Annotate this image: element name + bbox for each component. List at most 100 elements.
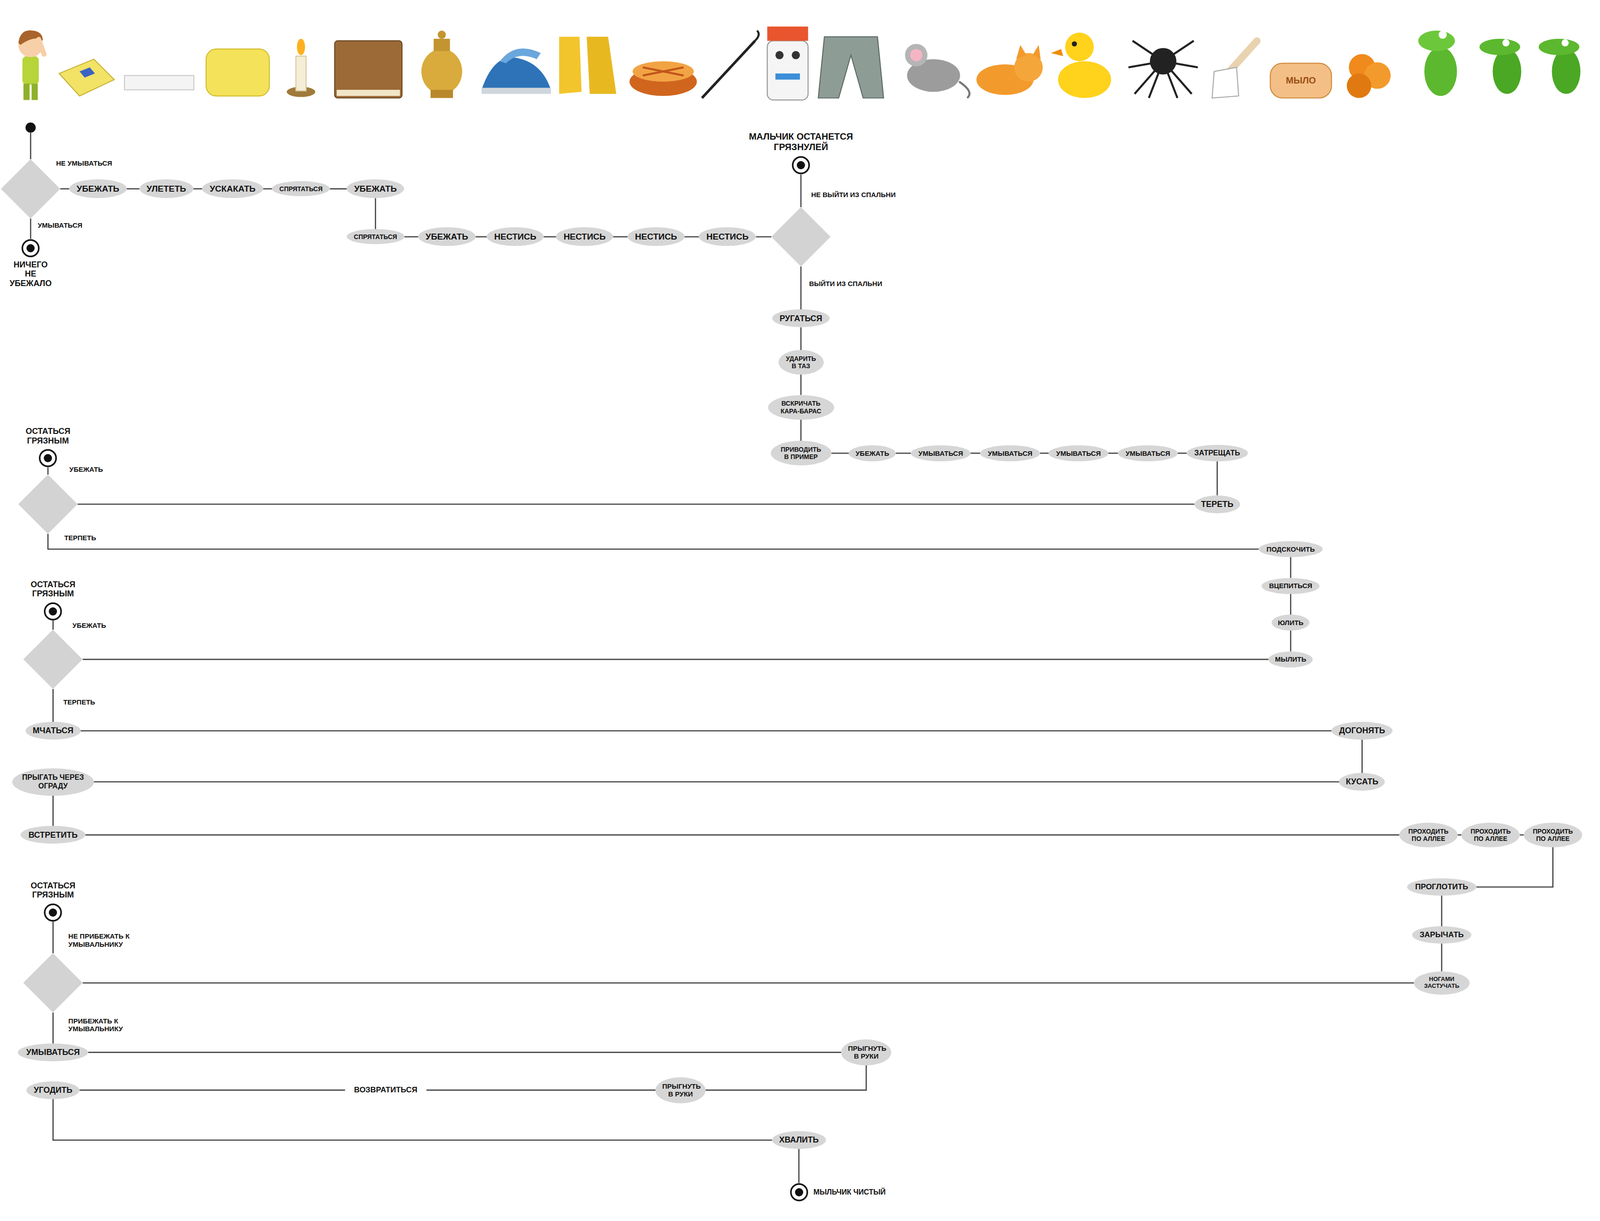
moidodyr-icon <box>791 51 800 60</box>
oval-shape <box>1413 971 1470 995</box>
action-oval: ХВАЛИТЬ <box>772 1130 826 1149</box>
action-oval: НЕСТИСЬ <box>486 227 544 246</box>
diamond-shape <box>23 629 83 689</box>
action-oval: ПРОХОДИТЬ ПО АЛЛЕЕ <box>1523 822 1583 847</box>
action-oval: УМЫВАТЬСЯ <box>980 445 1040 462</box>
oval-shape <box>26 1080 80 1099</box>
action-label: ВЦЕПИТЬСЯ <box>1269 581 1313 590</box>
connector <box>52 620 54 630</box>
connector <box>970 452 981 454</box>
action-label: ПРЫГНУТЬ В РУКИ <box>662 1081 699 1098</box>
action-oval: ПОДСКОЧИТЬ <box>1258 540 1323 557</box>
connector <box>1289 593 1292 615</box>
action-oval: ВСТРЕТИТЬ <box>20 825 86 844</box>
moidodyr-icon <box>767 26 808 41</box>
oval-shape <box>1461 822 1520 847</box>
oval-shape <box>1339 772 1385 791</box>
connector <box>85 834 1399 836</box>
end-state: ОСТАТЬСЯ ГРЯЗНЫМ <box>38 448 58 468</box>
connector <box>475 236 487 238</box>
end-label: ОСТАТЬСЯ ГРЯЗНЫМ <box>25 579 81 599</box>
connector <box>1177 452 1187 454</box>
action-label: ЗАТРЕЩАТЬ <box>1194 448 1241 458</box>
duckling-icon <box>1058 61 1112 99</box>
action-label: СПРЯТАТЬСЯ <box>279 185 323 193</box>
boy-icon <box>31 83 38 100</box>
action-oval: ВЦЕПИТЬСЯ <box>1261 577 1320 594</box>
oval-shape <box>841 1038 892 1065</box>
connector <box>1441 943 1443 972</box>
action-label: УГОДИТЬ <box>33 1085 73 1095</box>
action-label: ПРОХОДИТЬ ПО АЛЛЕЕ <box>1531 827 1575 842</box>
action-label: СПРЯТАТЬСЯ <box>353 233 398 241</box>
crocodile-icon <box>1438 30 1447 39</box>
oval-shape <box>20 825 86 844</box>
branch-label: НЕ ВЫЙТИ ИЗ СПАЛЬНИ <box>810 191 896 199</box>
connector <box>88 1051 842 1053</box>
end-state: НИЧЕГО НЕ УБЕЖАЛО <box>21 238 40 258</box>
book-icon <box>336 89 400 96</box>
moidodyr-icon <box>775 73 800 80</box>
candle-icon <box>296 56 307 91</box>
connector <box>1441 895 1443 926</box>
action-oval: УЛЕТЕТЬ <box>139 179 194 198</box>
candle-icon <box>296 38 306 56</box>
brush-icon <box>1229 40 1258 72</box>
action-label: УМЫВАТЬСЯ <box>26 1047 80 1057</box>
connector <box>1476 846 1554 887</box>
connector <box>1361 739 1363 773</box>
connector <box>82 981 1414 984</box>
branch-label: ВЫЙТИ ИЗ СПАЛЬНИ <box>809 279 883 288</box>
oval-shape <box>1268 651 1313 668</box>
start-point <box>25 122 36 160</box>
action-oval: ПРЫГНУТЬ В РУКИ <box>655 1076 706 1103</box>
end-state: МЫЛЬЧИК ЧИСТЫЙ <box>789 1182 809 1201</box>
connector <box>426 1089 656 1091</box>
action-oval: ЗАРЫЧАТЬ <box>1412 925 1472 944</box>
kitten-icon <box>1016 44 1027 59</box>
connector <box>52 1012 54 1044</box>
action-label: УМЫВАТЬСЯ <box>987 449 1033 458</box>
oval-shape <box>655 1076 706 1103</box>
connector <box>1519 834 1524 836</box>
oval-shape <box>345 1080 427 1099</box>
sheet-icon <box>124 75 194 90</box>
kitten-icon <box>976 44 1043 95</box>
action-label: ПРИВОДИТЬ В ПРИМЕР <box>778 445 824 461</box>
action-oval: ПРОХОДИТЬ ПО АЛЛЕЕ <box>1399 822 1458 847</box>
action-label: НОГАМИ ЗАСТУЧАТЬ <box>1421 975 1463 990</box>
connector <box>684 236 700 238</box>
branch-label: ТЕРПЕТЬ <box>64 533 97 542</box>
oval-shape <box>1261 577 1320 594</box>
oval-shape <box>770 440 832 466</box>
oval-shape <box>910 445 971 462</box>
oval-shape <box>271 181 330 197</box>
samovar-icon <box>433 38 451 52</box>
connector <box>52 795 54 826</box>
oval-shape <box>980 445 1040 462</box>
connector <box>800 174 802 208</box>
book-icon <box>334 40 403 98</box>
crocodile-icon <box>1418 30 1457 96</box>
connector <box>52 1098 772 1140</box>
decision-diamond: НЕ ВЫЙТИ ИЗ СПАЛЬНИВЫЙТИ ИЗ СПАЛЬНИ <box>771 207 831 267</box>
end-state: ОСТАТЬСЯ ГРЯЗНЫМ <box>43 602 63 621</box>
moidodyr-icon <box>775 51 784 60</box>
stick-icon <box>701 30 759 99</box>
end-dot <box>796 161 806 170</box>
action-oval: ПРОХОДИТЬ ПО АЛЛЕЕ <box>1461 822 1520 847</box>
decision-diamond: УБЕЖАТЬТЕРПЕТЬ <box>18 474 78 534</box>
action-oval: УДАРИТЬ В ТАЗ <box>778 349 824 375</box>
oval-shape <box>139 179 194 198</box>
connector <box>60 188 70 190</box>
end-state: МАЛЬЧИК ОСТАНЕТСЯ ГРЯЗНУЛЕЙ <box>791 155 811 175</box>
oval-shape <box>418 227 476 246</box>
connector <box>798 1148 800 1183</box>
diamond-shape <box>0 159 61 219</box>
connector <box>126 188 140 190</box>
action-label: УМЫВАТЬСЯ <box>1125 449 1171 458</box>
connector <box>80 729 1332 732</box>
crocodile-icon <box>1424 46 1458 96</box>
oval-shape <box>1399 822 1458 847</box>
decision-diamond: НЕ ПРИБЕЖАТЬ К УМЫВАЛЬНИКУПРИБЕЖАТЬ К УМ… <box>23 952 83 1013</box>
